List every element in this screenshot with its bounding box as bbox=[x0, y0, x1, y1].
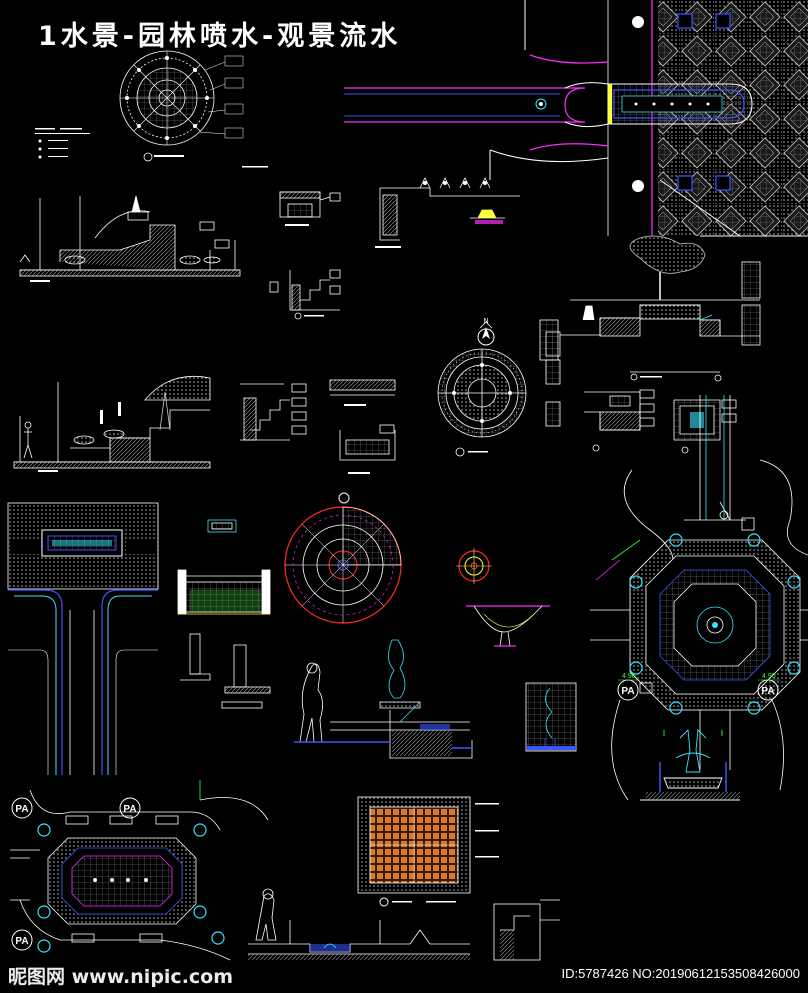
watermark-site: 昵图网 www.nipic.com bbox=[8, 966, 234, 988]
north-arrow-icon: N bbox=[477, 318, 495, 346]
watermark-id: ID:5787426 NO:20190612153508426000 bbox=[561, 966, 800, 981]
bottom-pool-section bbox=[248, 888, 560, 961]
fountain-elevation-two bbox=[13, 375, 211, 472]
pa-marker-label-4: PA bbox=[123, 804, 136, 815]
round-pool-plan bbox=[437, 321, 561, 457]
waterfall-pool-plan bbox=[7, 502, 159, 775]
pa-marker-label-2: PA bbox=[761, 686, 774, 697]
bowl-fountain-plan-and-elevation bbox=[456, 548, 550, 647]
fountain-elevation-section bbox=[19, 195, 241, 282]
elongated-pool-plan bbox=[10, 780, 269, 961]
level-label-2: 4.90 bbox=[762, 673, 776, 680]
fountain-plan-circular bbox=[35, 50, 268, 168]
level-label-1: 4.90 bbox=[622, 673, 636, 680]
level-marker-right: PA 4.90 bbox=[757, 673, 780, 701]
level-marker-left: PA 4.90 bbox=[617, 673, 640, 701]
pa-marker-bottom-center: PA bbox=[119, 797, 141, 819]
stair-section-details bbox=[240, 379, 396, 474]
pool-edge-details bbox=[584, 389, 737, 454]
circular-fountain-plan-red bbox=[284, 492, 402, 624]
pa-marker-label-5: PA bbox=[15, 936, 28, 947]
north-label: N bbox=[483, 318, 488, 325]
cascade-elevation-with-tree bbox=[539, 235, 761, 382]
statue-fountain-section bbox=[294, 639, 473, 759]
detail-drawings-top bbox=[269, 177, 520, 320]
pa-marker-bottom-left: PA bbox=[11, 797, 33, 819]
tiered-fountain-elevation-cyan bbox=[640, 729, 740, 801]
page-title: 1水景-园林喷水-观景流水 bbox=[38, 21, 402, 52]
pa-marker-label-1: PA bbox=[621, 686, 634, 697]
square-pool-paving-plan bbox=[357, 796, 499, 907]
octagonal-plaza-plan bbox=[590, 395, 808, 801]
pa-marker-label-3: PA bbox=[15, 804, 28, 815]
pa-marker-bottom-left-low: PA bbox=[11, 929, 33, 951]
waterfall-wall-elevation bbox=[525, 682, 577, 752]
pool-plan-diamond-paving bbox=[344, 0, 808, 237]
wall-fountain-details bbox=[177, 519, 271, 709]
